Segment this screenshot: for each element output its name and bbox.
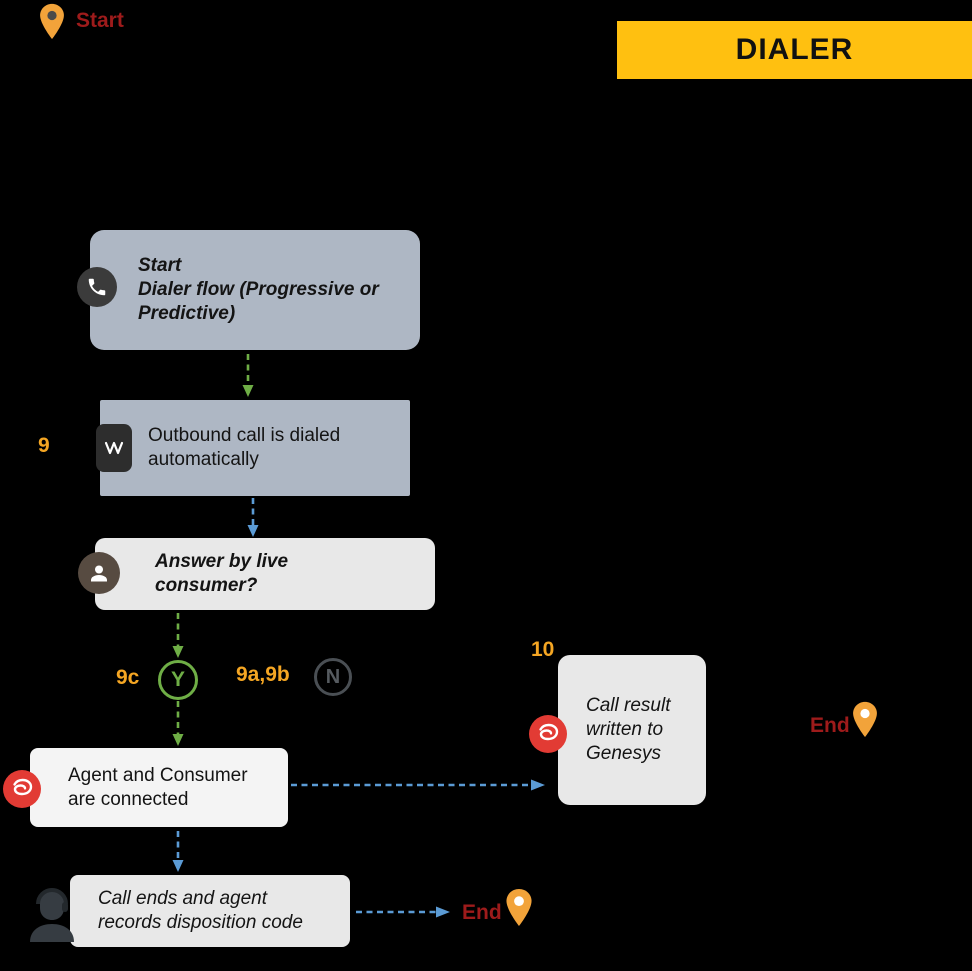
node-call-result: Call result written to Genesys (558, 655, 706, 805)
arrow-callends-to-end (356, 906, 450, 918)
person-icon (78, 552, 120, 594)
arrow-yes-to-connected (172, 701, 184, 746)
connected-label: Agent and Consumer are connected (68, 764, 248, 810)
call-result-label: Call result written to Genesys (586, 695, 671, 764)
phone-icon (77, 267, 117, 307)
step-label-9: 9 (38, 434, 50, 457)
no-circle: N (314, 658, 352, 696)
banner-title: DIALER (735, 33, 854, 66)
start-label: Start (76, 9, 124, 32)
arrow-connected-to-callends (172, 831, 184, 872)
no-label: N (325, 665, 341, 688)
dialer-banner: DIALER (617, 21, 972, 79)
end-pin-icon (504, 888, 534, 927)
end-pin-icon (851, 701, 879, 738)
yes-label: Y (170, 668, 185, 691)
arrow-outbound-to-answer (247, 498, 259, 537)
step-label-10: 10 (531, 638, 555, 661)
call-ends-label: Call ends and agent records disposition … (98, 888, 303, 933)
step-label-9a-9b: 9a,9b (236, 663, 290, 686)
start-flow-subtitle: Dialer flow (Progressive or Predictive) (138, 279, 379, 324)
answer-label: Answer by live consumer? (155, 551, 289, 596)
start-pin-icon (38, 3, 66, 40)
agent-headset-icon (26, 882, 78, 942)
node-answer-question: Answer by live consumer? (95, 538, 435, 610)
wave-icon (96, 424, 132, 472)
end-bottom-label: End (462, 901, 502, 924)
start-flow-title: Start (138, 255, 182, 277)
node-start-dialer-flow: Start Dialer flow (Progressive or Predic… (90, 230, 420, 350)
node-call-ends: Call ends and agent records disposition … (70, 875, 350, 947)
arrow-startflow-to-outbound (242, 354, 254, 397)
genesys-icon (2, 769, 42, 809)
genesys-icon (528, 714, 568, 754)
step-label-9c: 9c (116, 666, 140, 689)
arrow-answer-to-yes (172, 613, 184, 658)
arrow-connected-to-callresult (291, 779, 545, 791)
end-right-label: End (810, 714, 850, 737)
yes-circle: Y (158, 660, 198, 700)
node-agent-consumer-connected: Agent and Consumer are connected (30, 748, 288, 827)
node-outbound-call: Outbound call is dialed automatically (100, 400, 410, 496)
outbound-label: Outbound call is dialed automatically (148, 425, 341, 470)
